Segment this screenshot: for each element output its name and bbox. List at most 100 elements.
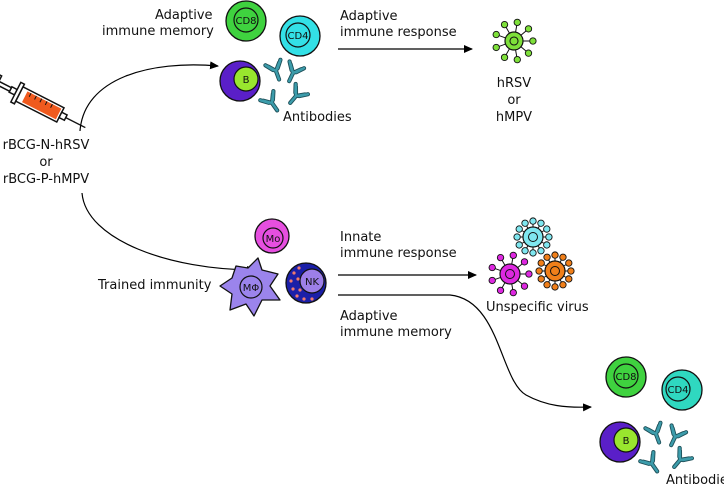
virus-spike-tip xyxy=(565,259,573,267)
virus-spike-tip xyxy=(515,241,523,249)
virus-spike-tip xyxy=(488,276,496,285)
mo-label: Mo xyxy=(266,234,281,245)
trained-immunity-label: Trained immunity xyxy=(97,278,212,293)
cyan-virus-icon xyxy=(513,217,553,257)
virus-label-or: or xyxy=(507,93,521,108)
virus-spike-tip xyxy=(520,258,529,266)
unspecific-virus-label: Unspecific virus xyxy=(486,300,589,315)
virus-body xyxy=(504,31,524,51)
virus-spike-tip xyxy=(525,270,533,278)
arrow-adaptive-memory-bottom xyxy=(338,294,592,412)
virus-core xyxy=(505,269,515,279)
b-label-bottom: B xyxy=(623,436,630,447)
virus-spike-tip xyxy=(521,219,529,227)
syringe-icon xyxy=(0,73,86,129)
antibodies-bottom xyxy=(640,423,692,476)
virus-label-2: hMPV xyxy=(496,110,532,125)
virus-body xyxy=(522,226,544,248)
virus-spike-tip xyxy=(537,219,545,227)
cd4-label-top: CD4 xyxy=(287,31,308,42)
top-response-label-2: immune response xyxy=(340,25,457,40)
virus-spike-tip xyxy=(500,53,509,62)
virus-spike-tip xyxy=(529,249,537,257)
antibody-icon xyxy=(282,61,304,84)
virus-spike-tip xyxy=(529,37,537,45)
antibody-icon xyxy=(668,448,692,472)
virus-spike-tip xyxy=(509,251,517,260)
virus-spike-tip xyxy=(492,30,500,39)
top-memory-label-2: immune memory xyxy=(102,24,214,39)
bottom-memory-label-1: Adaptive xyxy=(340,309,398,324)
top-memory-label-1: Adaptive xyxy=(155,8,213,23)
cd8-label-top: CD8 xyxy=(235,16,256,27)
virus-body xyxy=(544,260,566,282)
cd4-label-bottom: CD4 xyxy=(667,385,688,396)
virus-spike-tip xyxy=(545,233,553,241)
cd4-t-cell-top: CD4 xyxy=(279,15,321,57)
arrow-to-adaptive-memory xyxy=(79,61,219,132)
virus-spike-tip xyxy=(515,225,523,233)
virus-spike-tip xyxy=(537,259,545,267)
virus-spike-tip xyxy=(537,275,545,283)
antibody-icon xyxy=(645,423,666,445)
antibodies-label-bottom: Antibodies xyxy=(666,473,724,487)
virus-spike-tip xyxy=(492,43,500,52)
virus-spike-tip xyxy=(529,217,537,225)
virus-spike-tip xyxy=(543,281,551,289)
vaccine-label-1: rBCG-N-hRSV xyxy=(3,138,90,153)
antibody-icon xyxy=(265,60,286,82)
virus-spike-tip xyxy=(559,281,567,289)
virus-spike-tip xyxy=(565,275,573,283)
magenta-virus-icon xyxy=(488,251,533,297)
nk-cell: NK xyxy=(285,262,327,304)
mphi-label: MΦ xyxy=(243,283,260,294)
b-cell-top: B xyxy=(219,60,261,102)
virus-spike-tip xyxy=(520,282,529,290)
antibody-icon xyxy=(640,452,663,476)
cd8-t-cell-top: CD8 xyxy=(225,0,267,42)
antibody-icon xyxy=(664,425,686,448)
vaccine-label-2: rBCG-P-hMPV xyxy=(3,172,89,187)
virus-spike-tip xyxy=(567,267,575,275)
virus-core xyxy=(509,36,519,46)
monocyte-cell: Mo xyxy=(254,218,290,254)
virus-spike-tip xyxy=(513,233,521,241)
virus-spike-tip xyxy=(551,251,559,259)
cd8-t-cell-bottom: CD8 xyxy=(605,356,647,398)
innate-label-1: Innate xyxy=(340,230,381,245)
virus-spike-tip xyxy=(551,283,559,291)
cd8-label-bottom: CD8 xyxy=(615,372,636,383)
antibody-icon xyxy=(260,91,283,115)
antibodies-label-top: Antibodies xyxy=(283,110,352,125)
top-response-label-1: Adaptive xyxy=(340,9,398,24)
antibody-icon xyxy=(284,84,308,108)
virus-spike-tip xyxy=(524,25,533,33)
virus-spike-tip xyxy=(509,288,517,297)
virus-spike-tip xyxy=(500,20,509,29)
virus-spike-tip xyxy=(521,247,529,255)
virus-core xyxy=(550,266,560,276)
virus-spike-tip xyxy=(543,253,551,261)
orange-virus-icon xyxy=(535,251,575,291)
virus-spike-tip xyxy=(524,49,533,57)
virus-spike-tip xyxy=(543,225,551,233)
hrsv-virus-icon xyxy=(492,18,537,64)
nk-label: NK xyxy=(305,277,319,288)
macrophage-cell: MΦ xyxy=(219,257,281,317)
virus-body xyxy=(499,263,521,285)
virus-spike-tip xyxy=(559,253,567,261)
virus-spike-tip xyxy=(496,286,505,295)
virus-spike-tip xyxy=(537,247,545,255)
virus-spike-tip xyxy=(488,263,496,272)
virus-spike-tip xyxy=(535,267,543,275)
antibodies-top xyxy=(260,60,308,115)
innate-label-2: immune response xyxy=(340,246,457,261)
virus-label-1: hRSV xyxy=(497,76,532,91)
vaccine-label-or: or xyxy=(39,155,53,170)
virus-core xyxy=(528,232,538,242)
virus-spike-tip xyxy=(496,253,505,262)
virus-spike-tip xyxy=(513,55,521,64)
bottom-memory-label-2: immune memory xyxy=(340,325,452,340)
virus-spike-tip xyxy=(543,241,551,249)
